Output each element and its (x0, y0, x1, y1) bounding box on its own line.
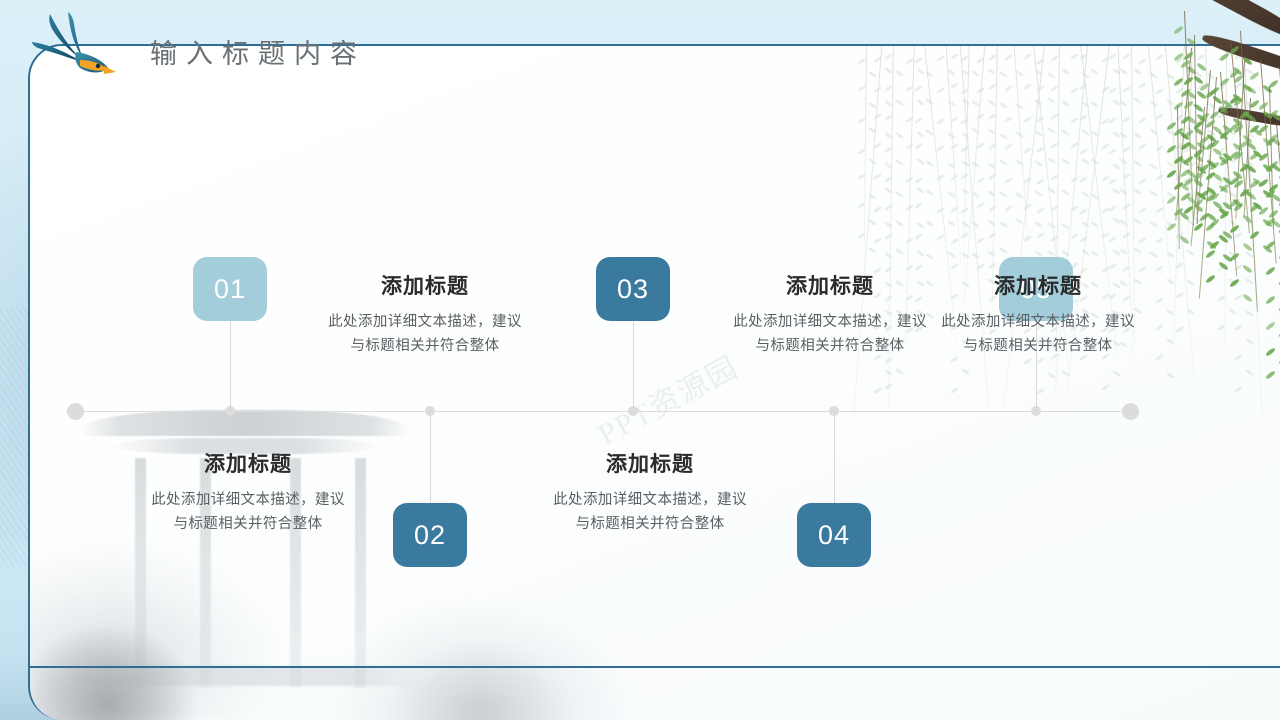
timeline-connector (1036, 321, 1037, 411)
item-description: 此处添加详细文本描述，建议与标题相关并符合整体 (505, 488, 795, 536)
item-description: 此处添加详细文本描述，建议与标题相关并符合整体 (280, 310, 570, 358)
timeline-badge-03[interactable]: 03 (596, 257, 670, 321)
timeline-axis (66, 411, 1136, 412)
timeline-item-01: 添加标题此处添加详细文本描述，建议与标题相关并符合整体 (280, 270, 570, 358)
timeline-item-05: 添加标题此处添加详细文本描述，建议与标题相关并符合整体 (893, 270, 1183, 358)
item-description-line1: 此处添加详细文本描述，建议 (941, 314, 1135, 330)
item-description-line1: 此处添加详细文本描述，建议 (553, 492, 747, 508)
timeline-badge-01[interactable]: 01 (193, 257, 267, 321)
slide-header: 输入标题内容 (0, 0, 1280, 110)
badge-number: 03 (616, 273, 650, 304)
item-description-line2: 与标题相关并符合整体 (350, 338, 500, 354)
timeline-node-dot (1031, 406, 1041, 416)
timeline-badge-02[interactable]: 02 (393, 503, 467, 567)
timeline-item-02: 添加标题此处添加详细文本描述，建议与标题相关并符合整体 (103, 448, 393, 536)
item-description: 此处添加详细文本描述，建议与标题相关并符合整体 (103, 488, 393, 536)
swallow-bird-icon (32, 12, 116, 74)
item-description-line2: 与标题相关并符合整体 (575, 516, 725, 532)
item-title: 添加标题 (786, 275, 874, 298)
timeline-node-dot (225, 406, 235, 416)
item-description-line2: 与标题相关并符合整体 (173, 516, 323, 532)
item-description-line1: 此处添加详细文本描述，建议 (733, 314, 927, 330)
badge-number: 01 (213, 273, 247, 304)
timeline-start-dot (67, 403, 84, 420)
timeline-connector (633, 321, 634, 411)
timeline-connector (430, 411, 431, 503)
item-description-line2: 与标题相关并符合整体 (963, 338, 1113, 354)
timeline-item-03: 添加标题此处添加详细文本描述，建议与标题相关并符合整体 (685, 270, 975, 358)
badge-number: 04 (817, 519, 851, 550)
item-description-line1: 此处添加详细文本描述，建议 (151, 492, 345, 508)
item-title: 添加标题 (204, 453, 292, 476)
ink-smudge-center (330, 600, 630, 720)
item-title: 添加标题 (381, 275, 469, 298)
item-description: 此处添加详细文本描述，建议与标题相关并符合整体 (893, 310, 1183, 358)
item-title: 添加标题 (994, 275, 1082, 298)
timeline-item-04: 添加标题此处添加详细文本描述，建议与标题相关并符合整体 (505, 448, 795, 536)
item-title: 添加标题 (606, 453, 694, 476)
badge-number: 05 (1019, 273, 1053, 304)
timeline-connector (230, 321, 231, 411)
page-title: 输入标题内容 (150, 39, 366, 69)
timeline-badge-05[interactable]: 05 (999, 257, 1073, 321)
item-description-line1: 此处添加详细文本描述，建议 (328, 314, 522, 330)
badge-number: 02 (413, 519, 447, 550)
timeline-badge-04[interactable]: 04 (797, 503, 871, 567)
timeline-connector (834, 411, 835, 503)
timeline-end-dot (1122, 403, 1139, 420)
card-bottom-border (28, 666, 1280, 668)
item-description: 此处添加详细文本描述，建议与标题相关并符合整体 (685, 310, 975, 358)
item-description-line2: 与标题相关并符合整体 (755, 338, 905, 354)
timeline-node-dot (628, 406, 638, 416)
